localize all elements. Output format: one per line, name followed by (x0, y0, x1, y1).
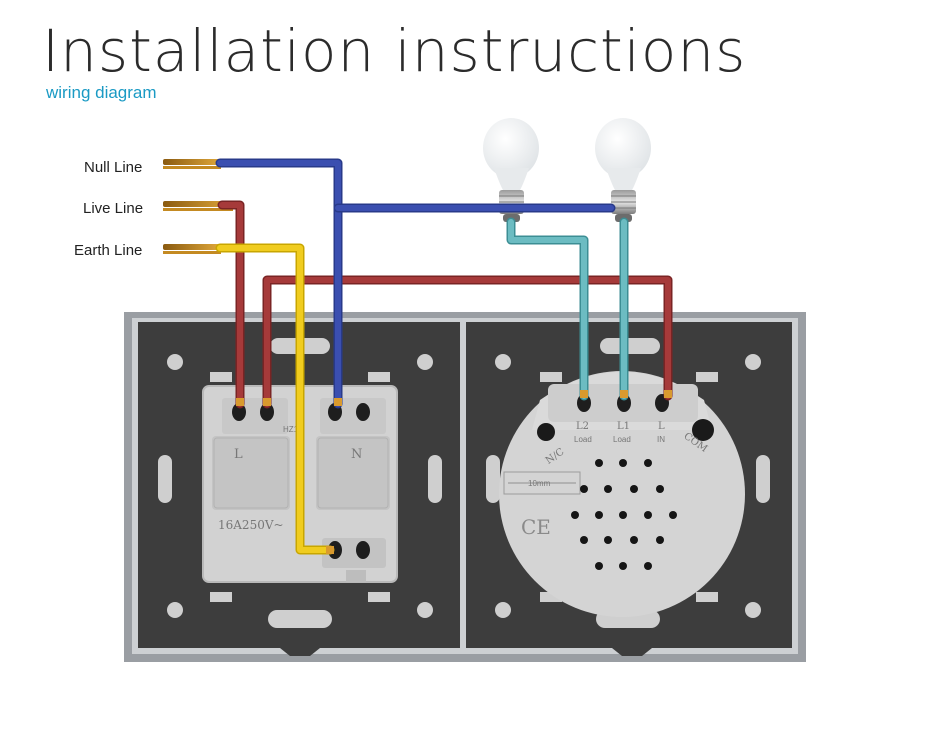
terminal-l2-label: L2 (576, 421, 589, 432)
null-wire (215, 158, 616, 409)
socket-neutral-mark: N (351, 447, 362, 462)
terminal-l1-label: L1 (617, 421, 630, 432)
socket-live-mark: L (234, 447, 243, 462)
wires (215, 158, 673, 555)
socket-rating: 16A250V~ (218, 518, 284, 532)
load-wire (506, 217, 629, 401)
switch-module: L2 Load L1 Load L IN N/C COM 10mm CE (499, 371, 745, 617)
lamp-bulb-2 (595, 118, 651, 222)
terminal-l-label: L (658, 421, 665, 432)
live-wire (217, 200, 673, 409)
page-subtitle: wiring diagram (46, 83, 157, 102)
terminal-l1-load: Load (613, 435, 631, 444)
socket-code: HZ19 (283, 425, 303, 434)
wire-ends (163, 159, 233, 254)
earth-line-label: Earth Line (74, 242, 142, 259)
terminal-l2-load: Load (574, 435, 592, 444)
terminal-tips (236, 390, 672, 554)
page-title: Installation instructions (42, 17, 747, 85)
null-line-label: Null Line (84, 159, 142, 176)
live-line-label: Live Line (83, 200, 143, 217)
ce-mark: CE (521, 515, 551, 539)
terminal-l-in: IN (657, 435, 665, 444)
earth-wire (215, 243, 335, 555)
strip-length-label: 10mm (528, 479, 551, 488)
